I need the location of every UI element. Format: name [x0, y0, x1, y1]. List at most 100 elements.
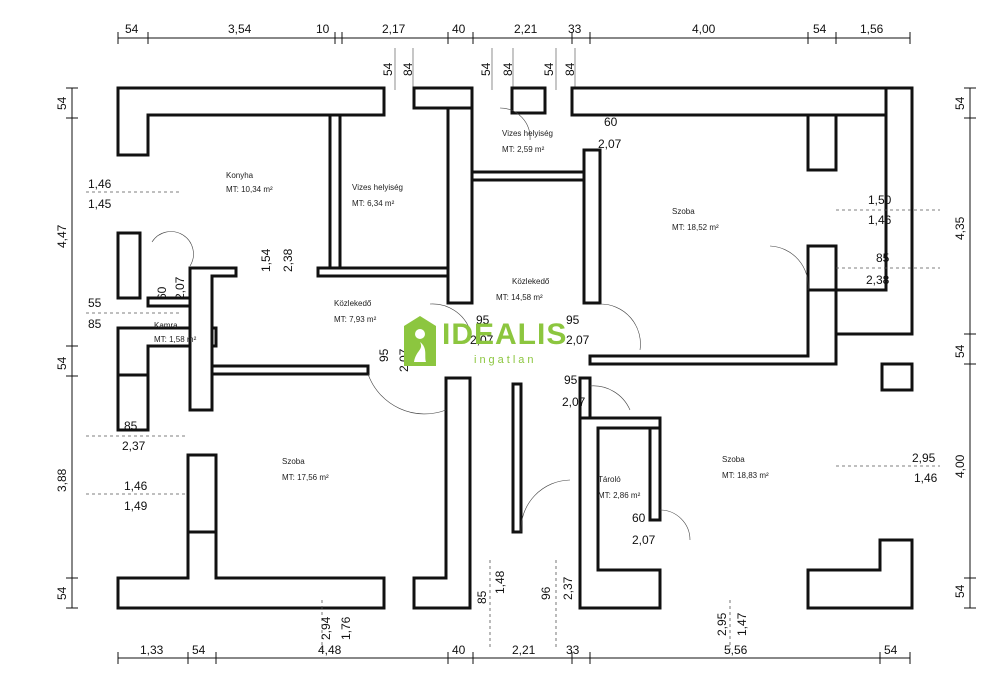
logo-wordmark: IDEALIS	[442, 318, 568, 351]
room-se-window-w: 2,95	[912, 451, 936, 465]
pantry-door-h: 2,07	[173, 276, 187, 300]
dim-top-0: 54	[125, 22, 139, 36]
dim-top-3: 2,17	[382, 22, 406, 36]
dim-bottom-0: 1,33	[140, 643, 164, 657]
room-wc-name: Vizes helyiség	[502, 129, 553, 138]
dim-bottom-5: 33	[566, 643, 580, 657]
room1-window-b-w: 1,46	[124, 479, 148, 493]
dim-bottom-3: 40	[452, 643, 466, 657]
dim-right-2: 54	[953, 344, 967, 358]
dim-bottom-1: 54	[192, 643, 206, 657]
guide-lines	[86, 191, 940, 650]
walls	[116, 86, 914, 610]
dim-top-4: 40	[452, 22, 466, 36]
room-closet-name: Tároló	[598, 475, 621, 484]
dim-top-7: 4,00	[692, 22, 716, 36]
hall-door-right-h: 2,07	[562, 395, 586, 409]
room1-window-b-h: 1,49	[124, 499, 148, 513]
room1-window-a-h: 2,37	[122, 439, 146, 453]
dimension-chain-bottom: 1,33 54 4,48 40 2,21 33 5,56 54	[117, 643, 911, 664]
room-kitchen-name: Konyha	[226, 171, 254, 180]
hall-door-right-w: 95	[564, 373, 578, 387]
kitchen-window-h: 1,45	[88, 197, 112, 211]
entry-b-h: 2,37	[561, 576, 575, 600]
opening-annotations: 1,46 1,45 55 85 60 2,07 1,54 2,38 95 2,0…	[88, 115, 938, 640]
room-pantry-area: MT: 1,58 m²	[154, 335, 197, 344]
room-closet-area: MT: 2,86 m²	[598, 491, 641, 500]
hall-door-center-w: 95	[566, 313, 580, 327]
room-sw-area: MT: 17,56 m²	[282, 473, 329, 482]
room-wet-area: MT: 6,34 m²	[352, 199, 395, 208]
dim-left-2: 54	[55, 356, 69, 370]
dim-top-9: 1,56	[860, 22, 884, 36]
kitchen-door-h: 2,38	[281, 248, 295, 272]
top-wall-marks: 54 84 54 84 54 84	[381, 48, 577, 90]
dim-left-0: 54	[55, 96, 69, 110]
dimension-chain-right: 54 4,35 54 4,00 54	[953, 87, 976, 609]
pantry-door-w: 60	[155, 286, 169, 300]
entry-h: 1,48	[493, 570, 507, 594]
dim-right-3: 4,00	[953, 454, 967, 478]
mark-5: 54	[542, 62, 556, 76]
mark-1: 54	[381, 62, 395, 76]
kitchen-door-w: 1,54	[259, 248, 273, 272]
room-kitchen-area: MT: 10,34 m²	[226, 185, 273, 194]
dim-right-4: 54	[953, 584, 967, 598]
pantry-opening-h: 85	[88, 317, 102, 331]
pantry-opening-w: 55	[88, 296, 102, 310]
wc-door-h: 2,07	[598, 137, 622, 151]
door-swings	[151, 107, 809, 541]
room-hall-left-area: MT: 7,93 m²	[334, 315, 377, 324]
room-wc-area: MT: 2,59 m²	[502, 145, 545, 154]
room-pantry-name: Kamra	[154, 321, 178, 330]
room-se-name: Szoba	[722, 455, 745, 464]
mark-4: 84	[501, 62, 515, 76]
dim-right-1: 4,35	[953, 216, 967, 240]
closet-door-h: 2,07	[632, 533, 656, 547]
hall-door-center-h: 2,07	[566, 333, 590, 347]
entry-b-w: 96	[539, 586, 553, 600]
dim-left-3: 3,88	[55, 468, 69, 492]
dimension-chain-top: 54 3,54 10 2,17 40 2,21 33 4,00 54 1,56	[117, 22, 911, 44]
dimension-chain-left: 54 4,47 54 3,88 54	[55, 87, 78, 609]
room-ne-window-h: 1,46	[868, 213, 892, 227]
dim-right-0: 54	[953, 96, 967, 110]
dim-bottom-7: 54	[884, 643, 898, 657]
mark-2: 84	[401, 62, 415, 76]
dim-top-5: 2,21	[514, 22, 538, 36]
logo-subtitle: ingatlan	[474, 354, 537, 366]
room-hall-center-name: Közlekedő	[512, 277, 550, 286]
bottom-window-right-h: 1,47	[735, 612, 749, 636]
room-labels: Konyha MT: 10,34 m² Vizes helyiség MT: 6…	[154, 129, 769, 500]
room-ne-area: MT: 18,52 m²	[672, 223, 719, 232]
mark-3: 54	[479, 62, 493, 76]
dim-left-4: 54	[55, 586, 69, 600]
closet-door-w: 60	[632, 511, 646, 525]
logo-mark-icon	[404, 316, 436, 366]
bottom-window-left-h: 1,76	[339, 616, 353, 640]
room-se-window-h: 1,46	[914, 471, 938, 485]
entry-w: 85	[475, 590, 489, 604]
dim-left-1: 4,47	[55, 224, 69, 248]
hall-door-top-w: 95	[476, 313, 490, 327]
room-ne-name: Szoba	[672, 207, 695, 216]
dim-top-8: 54	[813, 22, 827, 36]
hall-door-top-h: 2,07	[470, 333, 494, 347]
dim-bottom-2: 4,48	[318, 643, 342, 657]
room-ne-door-h: 2,38	[866, 273, 890, 287]
dim-top-1: 3,54	[228, 22, 252, 36]
dim-top-6: 33	[568, 22, 582, 36]
room-sw-name: Szoba	[282, 457, 305, 466]
wc-door-w: 60	[604, 115, 618, 129]
room-hall-center-area: MT: 14,58 m²	[496, 293, 543, 302]
room-wet-name: Vizes helyiség	[352, 183, 403, 192]
room-ne-window-w: 1,50	[868, 193, 892, 207]
dim-bottom-6: 5,56	[724, 643, 748, 657]
mark-6: 84	[563, 62, 577, 76]
brand-logo: IDEALIS ingatlan	[398, 312, 608, 374]
dim-top-2: 10	[316, 22, 330, 36]
room1-window-a-w: 85	[124, 419, 138, 433]
dim-bottom-4: 2,21	[512, 643, 536, 657]
room-ne-door-w: 85	[876, 251, 890, 265]
